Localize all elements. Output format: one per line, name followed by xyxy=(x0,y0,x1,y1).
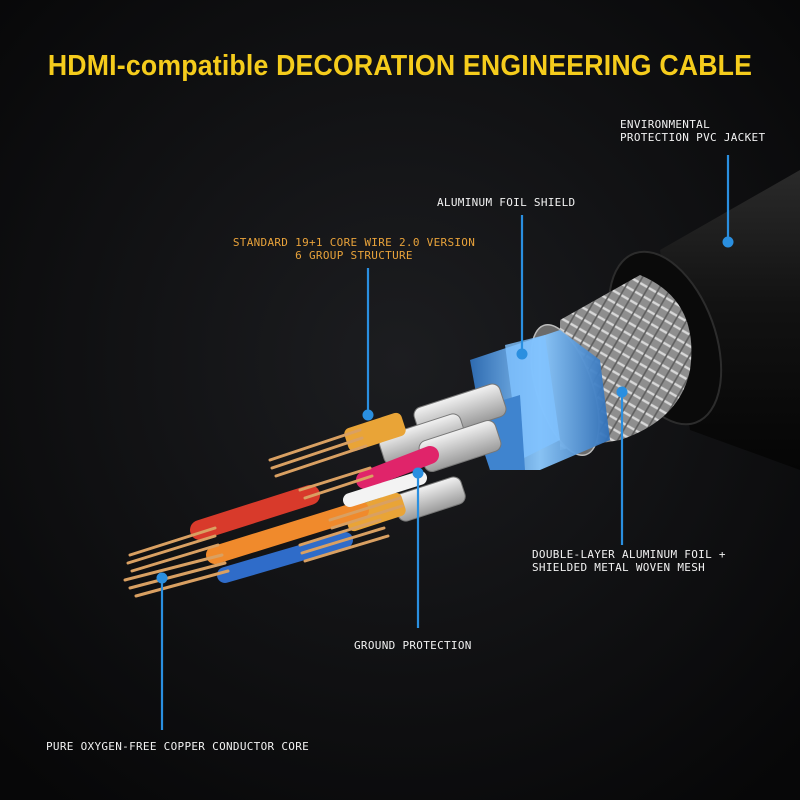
label-pvc-jacket-line1: ENVIRONMENTAL xyxy=(620,118,710,131)
label-copper-core: PURE OXYGEN-FREE COPPER CONDUCTOR CORE xyxy=(46,740,310,753)
page-title: HDMI-compatible DECORATION ENGINEERING C… xyxy=(47,50,753,82)
callout-dot-mesh xyxy=(616,386,628,398)
label-woven-mesh-line2: SHIELDED METAL WOVEN MESH xyxy=(532,561,706,574)
callout-dots xyxy=(156,236,734,584)
callout-dot-foil xyxy=(516,348,528,360)
callout-dot-core xyxy=(362,409,374,421)
label-core-wire: STANDARD 19+1 CORE WIRE 2.0 VERSION 6 GR… xyxy=(214,236,494,262)
label-woven-mesh-line1: DOUBLE-LAYER ALUMINUM FOIL + xyxy=(532,548,726,561)
label-pvc-jacket-line2: PROTECTION PVC JACKET xyxy=(620,131,766,144)
label-aluminum-foil-shield: ALUMINUM FOIL SHIELD xyxy=(437,196,576,209)
label-core-wire-line1: STANDARD 19+1 CORE WIRE 2.0 VERSION xyxy=(232,236,476,249)
aluminum-foil xyxy=(470,330,610,470)
callout-dot-ground xyxy=(412,467,424,479)
label-pvc-jacket: ENVIRONMENTAL PROTECTION PVC JACKET xyxy=(620,118,765,144)
callout-dot-copper xyxy=(156,572,168,584)
label-core-wire-line2: 6 GROUP STRUCTURE xyxy=(295,249,413,262)
label-woven-mesh: DOUBLE-LAYER ALUMINUM FOIL + SHIELDED ME… xyxy=(532,548,726,574)
copper-strands xyxy=(123,428,404,598)
insulated-wires xyxy=(190,446,439,583)
label-ground-protection: GROUND PROTECTION xyxy=(354,639,472,652)
callout-dot-jacket xyxy=(722,236,734,248)
callout-lines xyxy=(160,155,730,730)
pair-shields xyxy=(344,383,507,532)
